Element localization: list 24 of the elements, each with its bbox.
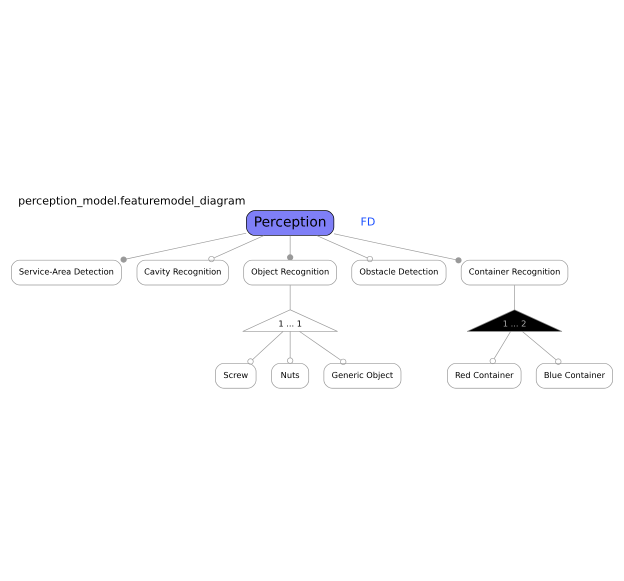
connector bbox=[208, 235, 264, 262]
connector bbox=[247, 331, 284, 365]
node-box: Screw bbox=[215, 363, 256, 389]
node-box: Cavity Recognition bbox=[136, 260, 229, 286]
connector bbox=[490, 331, 511, 364]
connector bbox=[120, 232, 247, 263]
node-box: Object Recognition bbox=[243, 260, 337, 286]
node-box: Container Recognition bbox=[460, 260, 568, 286]
node-box: Red Container bbox=[447, 363, 522, 389]
node-box: Obstacle Detection bbox=[351, 260, 446, 286]
node-box: Generic Object bbox=[324, 363, 402, 389]
connector bbox=[287, 235, 294, 260]
label: FD bbox=[360, 216, 376, 229]
connector bbox=[316, 235, 373, 262]
connector bbox=[334, 233, 462, 264]
node-box: Service-Area Detection bbox=[11, 260, 122, 286]
connector bbox=[287, 331, 294, 364]
connector bbox=[299, 331, 346, 365]
node-box: Perception bbox=[246, 210, 334, 236]
connector bbox=[522, 331, 562, 365]
node-box: Blue Container bbox=[536, 363, 613, 389]
connector bbox=[514, 284, 515, 310]
node-box: Nuts bbox=[271, 363, 310, 389]
diagram-title: perception_model.featuremodel_diagram bbox=[18, 194, 246, 208]
